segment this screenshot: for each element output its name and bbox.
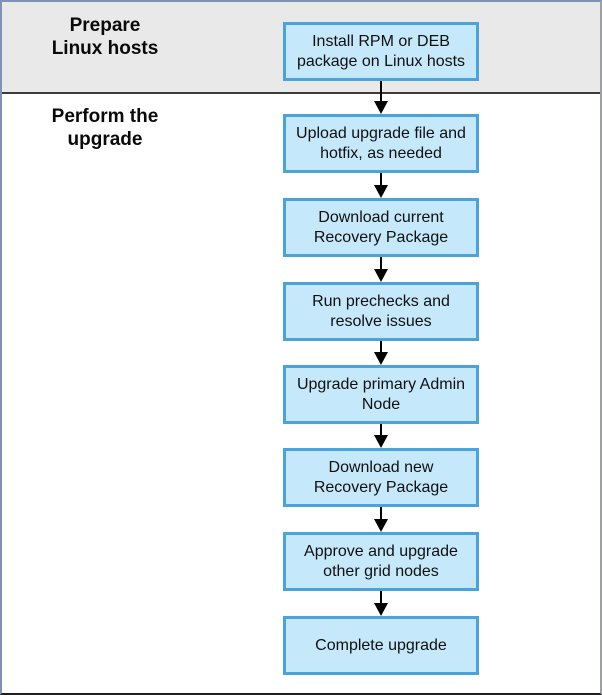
flow-step-label: Run prechecks and resolve issues [312, 292, 450, 330]
arrow-stem [380, 424, 382, 436]
flow-step-upload-upgrade-file: Upload upgrade file and hotfix, as neede… [283, 114, 479, 173]
arrow-down-icon [374, 81, 389, 114]
arrow-stem [380, 591, 382, 604]
flow-step-complete-upgrade: Complete upgrade [283, 616, 479, 675]
arrow-head [374, 519, 388, 532]
flow-step-download-current-recovery-package: Download current Recovery Package [283, 198, 479, 257]
arrow-head [374, 269, 388, 282]
arrow-head [374, 101, 388, 114]
flow-step-label: Download current Recovery Package [313, 208, 449, 246]
flow-step-label: Upgrade primary Admin Node [296, 375, 466, 413]
flow-step-approve-upgrade-other-grid-nodes: Approve and upgrade other grid nodes [283, 532, 479, 591]
arrow-stem [380, 341, 382, 353]
flow-step-install-rpm-deb-package: Install RPM or DEB package on Linux host… [283, 22, 479, 81]
arrow-head [374, 185, 388, 198]
flow-step-label: Approve and upgrade other grid nodes [304, 542, 458, 580]
arrow-down-icon [374, 424, 389, 448]
flow-step-upgrade-primary-admin-node: Upgrade primary Admin Node [283, 365, 479, 424]
arrow-stem [380, 507, 382, 520]
flow-step-download-new-recovery-package: Download new Recovery Package [283, 448, 479, 507]
flow-step-run-prechecks: Run prechecks and resolve issues [283, 282, 479, 341]
arrow-down-icon [374, 591, 389, 616]
arrow-down-icon [374, 507, 389, 532]
flow-step-label: Upload upgrade file and hotfix, as neede… [296, 124, 466, 162]
section-label-perform-the-upgrade: Perform the upgrade [51, 106, 159, 150]
arrow-stem [380, 257, 382, 270]
flow-step-label: Complete upgrade [315, 636, 447, 654]
arrow-stem [380, 173, 382, 186]
arrow-stem [380, 81, 382, 102]
arrow-head [374, 352, 388, 365]
arrow-down-icon [374, 341, 389, 365]
flow-step-label: Install RPM or DEB package on Linux host… [296, 32, 466, 70]
arrow-down-icon [374, 173, 389, 198]
flow-step-label: Download new Recovery Package [313, 458, 449, 496]
arrow-down-icon [374, 257, 389, 282]
arrow-head [374, 435, 388, 448]
section-label-prepare-linux-hosts: Prepare Linux hosts [51, 15, 159, 59]
arrow-head [374, 603, 388, 616]
